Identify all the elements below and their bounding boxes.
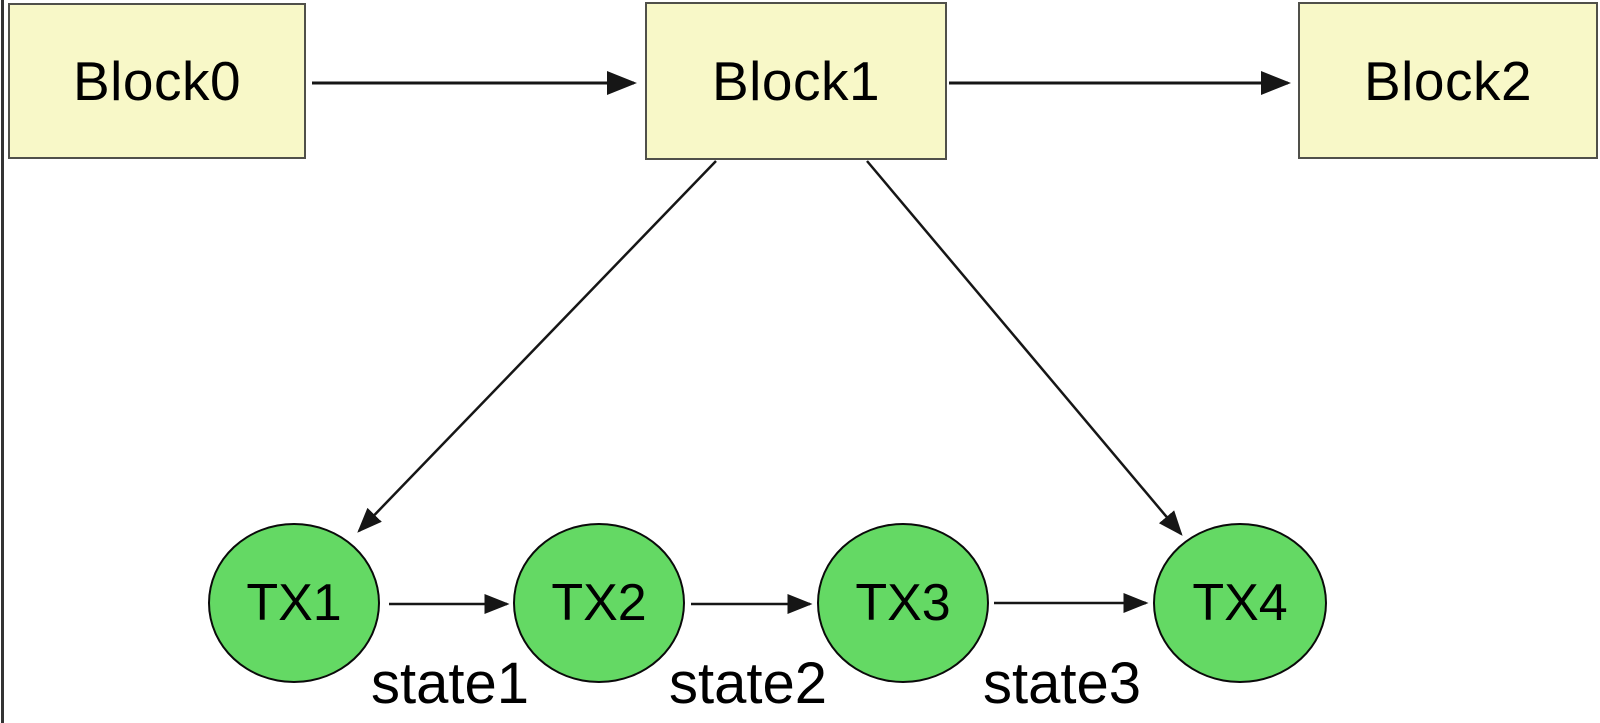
tx3-node: TX3 xyxy=(817,523,989,683)
block1-label: Block1 xyxy=(711,50,881,112)
tx1-label: TX1 xyxy=(246,574,342,632)
tx2-label: TX2 xyxy=(551,574,647,632)
block2-node: Block2 xyxy=(1298,2,1598,159)
state3-label: state3 xyxy=(983,651,1141,716)
state1-label: state1 xyxy=(371,651,529,716)
arrow-block1-to-tx1 xyxy=(357,160,717,533)
block2-label: Block2 xyxy=(1363,49,1533,112)
tx4-label: TX4 xyxy=(1192,574,1288,632)
tx1-node: TX1 xyxy=(208,523,380,683)
state2-label: state2 xyxy=(669,651,827,716)
block0-node: Block0 xyxy=(8,3,306,159)
tx3-label: TX3 xyxy=(855,574,951,632)
arrow-block1-to-tx4 xyxy=(866,160,1183,536)
left-edge-artifact xyxy=(1,0,4,723)
block1-node: Block1 xyxy=(645,2,947,160)
tx2-node: TX2 xyxy=(513,523,685,683)
block0-label: Block0 xyxy=(72,50,242,112)
tx4-node: TX4 xyxy=(1153,523,1327,683)
